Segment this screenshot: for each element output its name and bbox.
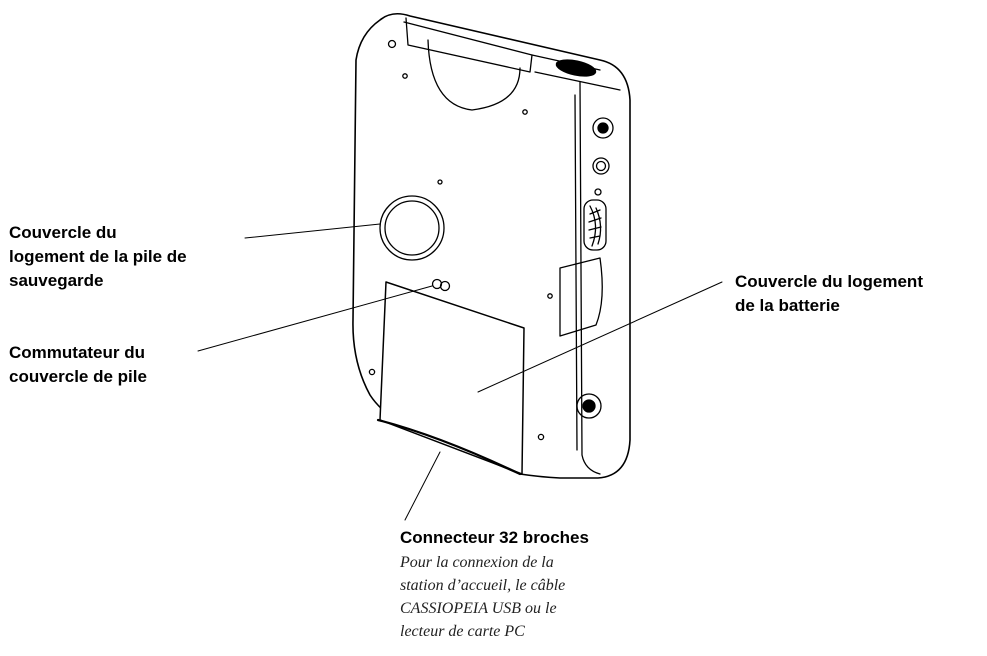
leader-line-connector (404, 451, 441, 521)
top-ridge (534, 71, 621, 91)
screw-hole (437, 179, 443, 185)
label-line: Connecteur 32 broches (400, 528, 589, 547)
side-button (592, 157, 610, 175)
side-button-inner (597, 122, 609, 134)
screw-hole (547, 293, 553, 299)
jog-dial-grip (588, 209, 602, 239)
description-line: CASSIOPEIA USB ou le (400, 600, 557, 617)
screw-hole (522, 109, 528, 115)
battery-compartment-cover (379, 281, 525, 475)
connector-edge (376, 418, 522, 476)
description-line: lecteur de carte PC (400, 623, 525, 640)
label-backup-battery-cover: Couvercle du logement de la pile de sauv… (9, 221, 187, 293)
power-jack-outer (576, 393, 602, 419)
label-connector-title: Connecteur 32 broches (400, 526, 589, 550)
label-line: Couvercle du logement (735, 272, 923, 291)
card-slot (559, 257, 603, 337)
side-panel-edge (579, 81, 601, 475)
stylus-hole (555, 59, 597, 77)
connector-description: Pour la connexion de la station d’accuei… (400, 551, 565, 643)
leader-line-switch (197, 285, 433, 352)
label-battery-switch: Commutateur du couvercle de pile (9, 341, 147, 389)
description-line: station d’accueil, le câble (400, 577, 566, 594)
leader-line-backup-cover (244, 223, 381, 239)
label-line: Commutateur du (9, 343, 145, 362)
led-indicator (594, 188, 602, 196)
label-line: de la batterie (735, 296, 840, 315)
leader-line-battery-cover (477, 281, 723, 393)
label-battery-compartment-cover: Couvercle du logement de la batterie (735, 270, 923, 318)
label-line: sauvegarde (9, 271, 104, 290)
screw-hole (402, 73, 408, 79)
label-line: logement de la pile de (9, 247, 187, 266)
jog-dial-housing (583, 199, 607, 251)
top-flap-curve (427, 39, 521, 111)
screw-hole (387, 39, 397, 49)
power-jack-inner (582, 399, 596, 413)
top-notch (403, 17, 533, 73)
backup-battery-cover-rim (384, 200, 440, 256)
screw-hole (368, 368, 376, 376)
label-line: Couvercle du (9, 223, 117, 242)
backup-battery-cover (379, 195, 445, 261)
side-button-inner (595, 160, 607, 172)
battery-switch-knob (439, 280, 451, 292)
screw-hole (537, 433, 545, 441)
side-button-outer (592, 117, 614, 139)
description-line: Pour la connexion de la (400, 554, 554, 571)
side-panel-inner-edge (574, 94, 578, 451)
label-line: couvercle de pile (9, 367, 147, 386)
